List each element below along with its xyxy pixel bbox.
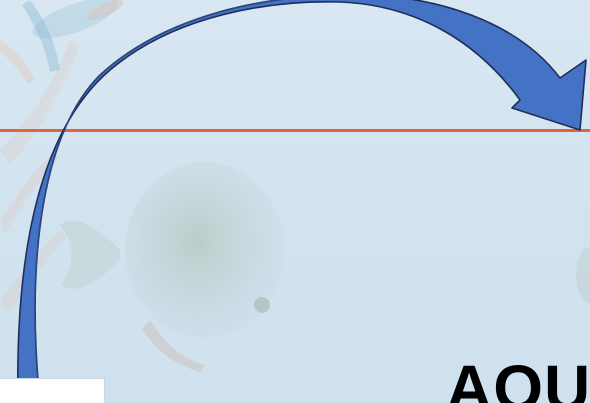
bottom-left-panel	[0, 378, 105, 403]
arc-arrow-body	[18, 0, 586, 403]
slide-heading: AQU	[446, 356, 590, 403]
